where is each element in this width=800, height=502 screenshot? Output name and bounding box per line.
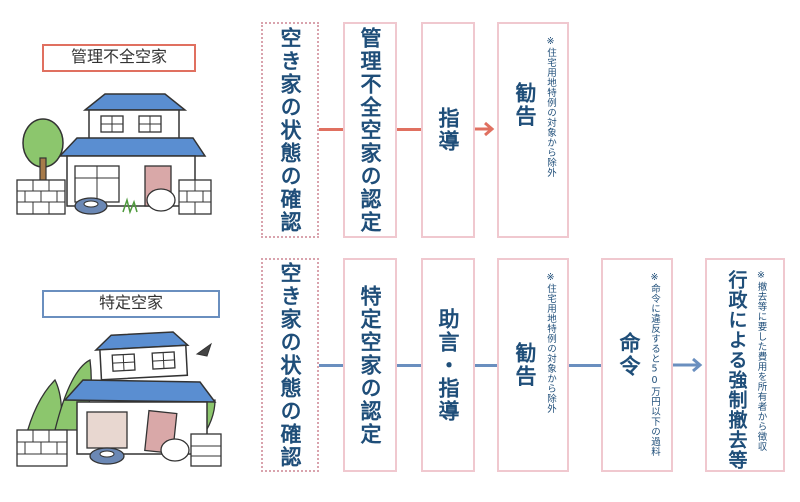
- bottom-connector-2: [397, 364, 421, 367]
- top-step-guidance: 指導: [421, 22, 475, 238]
- bottom-connector-4: [569, 364, 601, 367]
- top-arrow: [475, 121, 495, 137]
- top-step-certify: 管理不全空家の認定: [343, 22, 397, 238]
- top-step-confirm: 空き家の状態の確認: [261, 22, 319, 238]
- bottom-arrow: [673, 357, 703, 373]
- bottom-step-confirm: 空き家の状態の確認: [261, 258, 319, 472]
- top-category-label: 管理不全空家: [42, 44, 196, 72]
- guidance-instruction-text: 指導: [436, 376, 460, 423]
- bottom-step-guidance: 助言・指導: [421, 258, 475, 472]
- top-connector-2: [397, 128, 421, 131]
- dilapidated-house-illustration: [16, 331, 222, 467]
- guidance-separator: ・: [436, 353, 460, 377]
- top-step-advise: ※住宅用地特例の対象から除外 勧告: [497, 22, 569, 238]
- managed-house-illustration: [16, 93, 212, 215]
- bottom-category-label: 特定空家: [42, 290, 220, 318]
- bottom-step-execution: ※撤去等に要した費用を所有者から徴収 行政による強制撤去等: [705, 258, 785, 472]
- guidance-advice-text: 助言: [436, 307, 460, 354]
- bottom-step-advise: ※住宅用地特例の対象から除外 勧告: [497, 258, 569, 472]
- top-connector-1: [319, 128, 343, 131]
- bottom-step-order: ※命令に違反すると50万円以下の過料 命令: [601, 258, 673, 472]
- bottom-connector-1: [319, 364, 343, 367]
- bottom-connector-3: [475, 364, 497, 367]
- bottom-step-certify: 特定空家の認定: [343, 258, 397, 472]
